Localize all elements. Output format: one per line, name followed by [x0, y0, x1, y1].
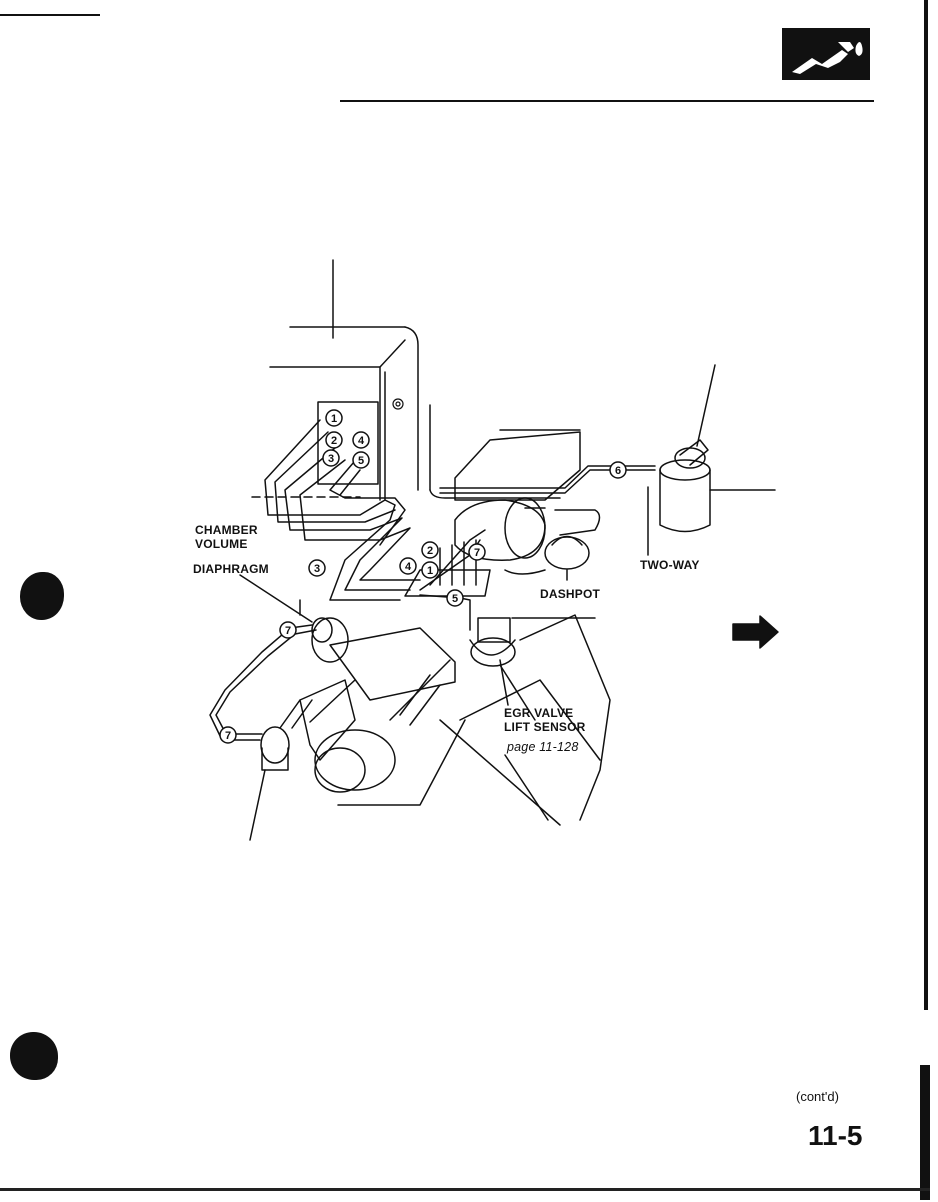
top-left-rule [0, 14, 100, 16]
egr-valve-lift-sensor-label: EGR VALVE LIFT SENSOR [504, 706, 586, 734]
page-number: 11-5 [808, 1120, 863, 1151]
label-lift-sensor: LIFT SENSOR [504, 720, 586, 734]
hose-number-6: 6 [615, 465, 621, 477]
header-rule [340, 100, 874, 102]
label-egr-valve: EGR VALVE [504, 706, 574, 720]
hose-number-1a: 1 [331, 413, 337, 425]
diaphragm-label: DIAPHRAGM [193, 562, 269, 576]
label-chamber: CHAMBER [195, 523, 258, 537]
hose-number-3b: 3 [314, 563, 320, 575]
hose-number-5a: 5 [358, 455, 364, 467]
bottom-rule [0, 1188, 930, 1191]
continued-note: (cont'd) [796, 1089, 839, 1104]
page-reference-link[interactable]: page 11-128 [507, 740, 579, 754]
hose-number-3a: 3 [328, 453, 334, 465]
binding-hole-lower [10, 1032, 58, 1080]
binding-hole-upper [20, 572, 64, 620]
right-edge-bar [924, 0, 928, 1010]
hose-number-4a: 4 [358, 435, 365, 447]
hose-number-5b: 5 [452, 593, 458, 605]
hose-number-7c: 7 [225, 730, 231, 742]
chamber-volume-label: CHAMBER VOLUME [195, 523, 258, 551]
dashpot-label: DASHPOT [540, 587, 601, 601]
hose-number-2b: 2 [427, 545, 433, 557]
fuel-pump-nozzle-icon [782, 28, 870, 80]
two-way-label: TWO-WAY [640, 558, 700, 572]
hose-number-1b: 1 [427, 565, 433, 577]
hose-number-7b: 7 [285, 625, 291, 637]
hose-number-4b: 4 [405, 561, 412, 573]
hose-number-7a: 7 [474, 547, 480, 559]
right-edge-bar-lower [920, 1065, 930, 1200]
label-volume: VOLUME [195, 537, 248, 551]
hose-number-2a: 2 [331, 435, 337, 447]
